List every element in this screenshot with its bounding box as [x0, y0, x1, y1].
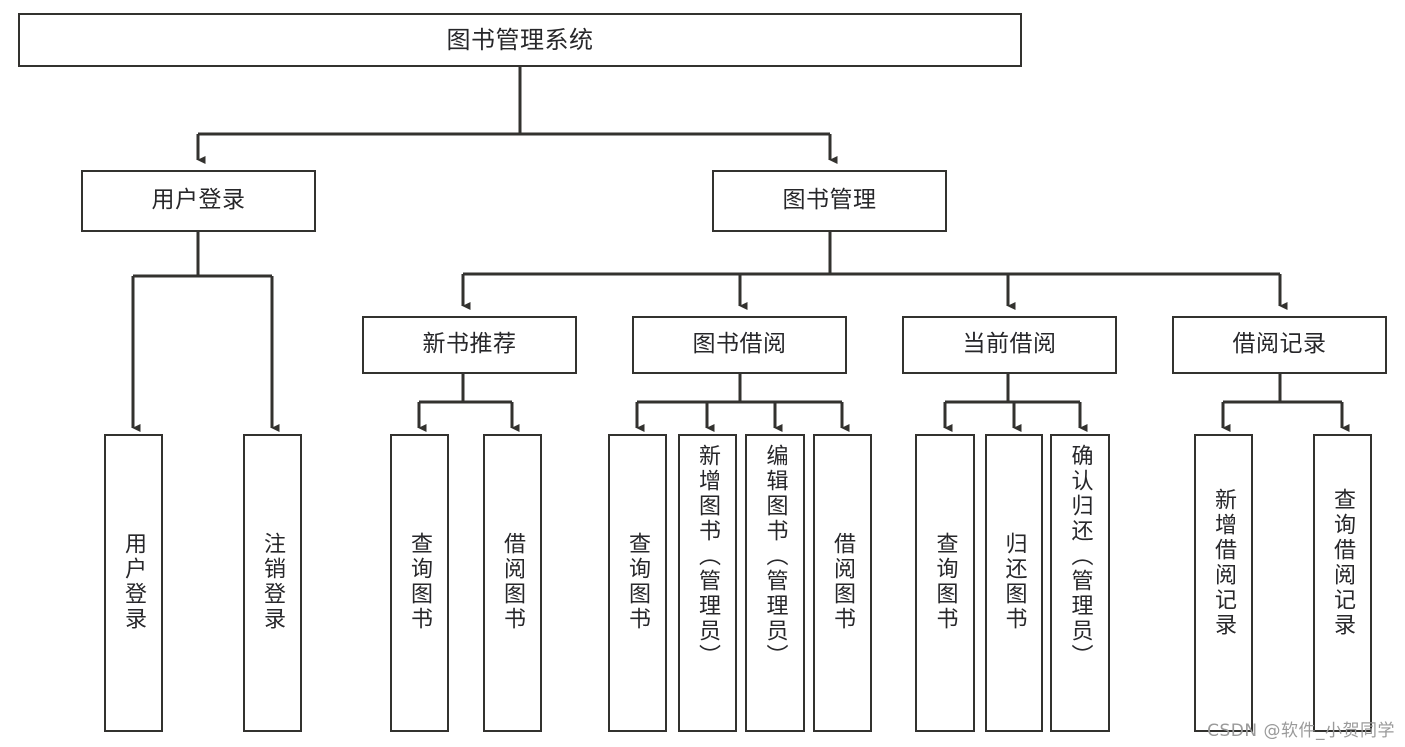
- leaf-query-book-3-label: 查询图书: [932, 532, 958, 632]
- leaf-add-record[interactable]: 新增借阅记录: [1194, 434, 1253, 732]
- leaf-confirm-return-label: 确认归还（管理员）: [1067, 444, 1093, 669]
- leaf-query-book-1[interactable]: 查询图书: [390, 434, 449, 732]
- leaf-add-book[interactable]: 新增图书（管理员）: [678, 434, 737, 732]
- leaf-add-record-label: 新增借阅记录: [1211, 488, 1237, 638]
- leaf-logout-login-label: 注销登录: [260, 532, 286, 632]
- node-book-manage[interactable]: 图书管理: [712, 170, 947, 232]
- node-borrow-record[interactable]: 借阅记录: [1172, 316, 1387, 374]
- node-book-borrow-label: 图书借阅: [692, 331, 787, 358]
- leaf-query-record[interactable]: 查询借阅记录: [1313, 434, 1372, 732]
- node-user-login-label: 用户登录: [151, 187, 246, 214]
- leaf-logout-login[interactable]: 注销登录: [243, 434, 302, 732]
- node-new-book-recommend[interactable]: 新书推荐: [362, 316, 577, 374]
- leaf-borrow-book-2-label: 借阅图书: [830, 532, 856, 632]
- node-borrow-record-label: 借阅记录: [1232, 331, 1327, 358]
- node-book-manage-label: 图书管理: [782, 187, 877, 214]
- leaf-query-record-label: 查询借阅记录: [1330, 488, 1356, 638]
- leaf-edit-book[interactable]: 编辑图书（管理员）: [745, 434, 805, 732]
- csdn-watermark: CSDN @软件_小贺同学: [1207, 721, 1395, 741]
- leaf-confirm-return[interactable]: 确认归还（管理员）: [1050, 434, 1110, 732]
- leaf-borrow-book-1[interactable]: 借阅图书: [483, 434, 542, 732]
- node-current-borrow[interactable]: 当前借阅: [902, 316, 1117, 374]
- node-new-book-recommend-label: 新书推荐: [422, 331, 517, 358]
- leaf-query-book-2[interactable]: 查询图书: [608, 434, 667, 732]
- node-current-borrow-label: 当前借阅: [962, 331, 1057, 358]
- leaf-query-book-1-label: 查询图书: [407, 532, 433, 632]
- node-root-book-management-system[interactable]: 图书管理系统: [18, 13, 1022, 67]
- leaf-query-book-3[interactable]: 查询图书: [915, 434, 975, 732]
- node-user-login[interactable]: 用户登录: [81, 170, 316, 232]
- node-book-borrow[interactable]: 图书借阅: [632, 316, 847, 374]
- leaf-edit-book-label: 编辑图书（管理员）: [762, 444, 788, 669]
- node-root-label: 图书管理系统: [446, 25, 594, 54]
- leaf-query-book-2-label: 查询图书: [625, 532, 651, 632]
- leaf-borrow-book-1-label: 借阅图书: [500, 532, 526, 632]
- leaf-borrow-book-2[interactable]: 借阅图书: [813, 434, 872, 732]
- leaf-return-book[interactable]: 归还图书: [985, 434, 1043, 732]
- leaf-user-login-label: 用户登录: [121, 532, 147, 632]
- leaf-return-book-label: 归还图书: [1001, 532, 1027, 632]
- leaf-user-login[interactable]: 用户登录: [104, 434, 163, 732]
- leaf-add-book-label: 新增图书（管理员）: [695, 444, 721, 669]
